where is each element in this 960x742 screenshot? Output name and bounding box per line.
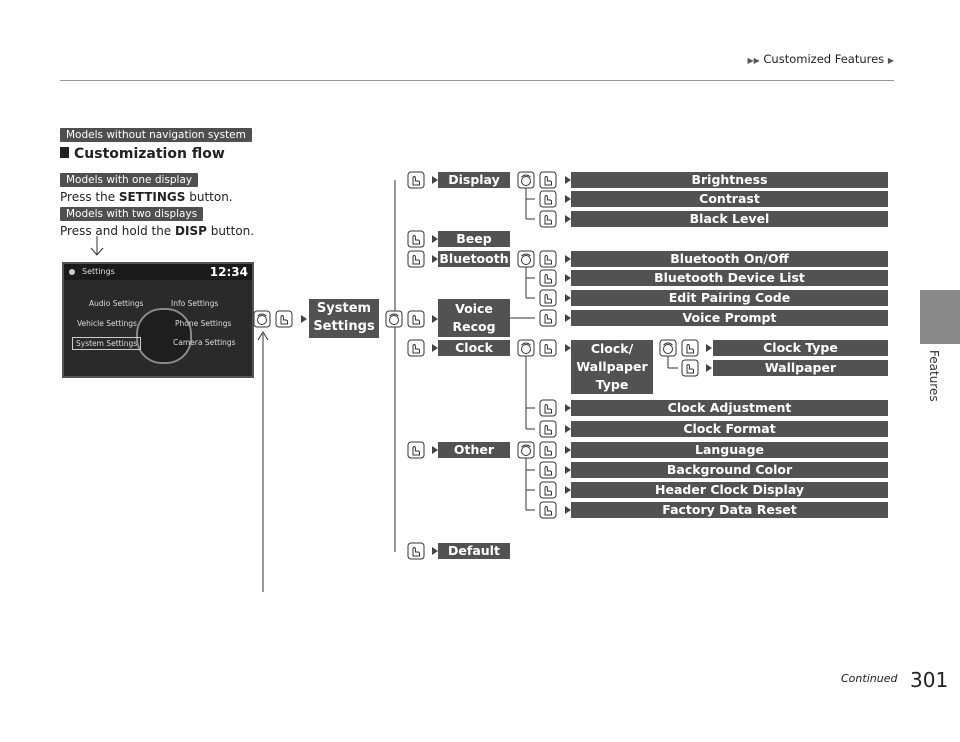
section-title: Customization flow [60,146,225,162]
item-brightness: Brightness [571,172,888,188]
item-edit-pairing-code: Edit Pairing Code [571,290,888,306]
item-header-clock-display: Header Clock Display [571,482,888,498]
badge-no-nav: Models without navigation system [60,128,252,142]
rotate-icon [253,310,271,328]
screen-option-selected: System Settings [72,337,142,350]
press-icon [539,269,557,287]
home-icon [69,269,75,275]
press-icon [407,230,425,248]
item-voice-prompt: Voice Prompt [571,310,888,326]
item-bluetooth-device-list: Bluetooth Device List [571,270,888,286]
system-settings-box: System Settings [309,299,379,338]
settings-screen-image: Settings 12:34 Audio Settings Info Setti… [62,262,254,378]
badge-one-display: Models with one display [60,173,199,187]
press-icon [539,289,557,307]
press-icon [539,399,557,417]
screen-clock: 12:34 [209,265,248,279]
instruction-text: Press and hold the [60,224,176,238]
instruction-two-displays: Press and hold the DISP button. [60,224,254,238]
menu-clock: Clock [438,340,510,356]
rotate-icon [385,310,403,328]
interface-dial-icon [136,308,192,364]
press-icon [539,339,557,357]
item-clock-type: Clock Type [713,340,888,356]
press-icon [407,542,425,560]
breadcrumb-arrow-icon: ▶▶ [747,56,760,65]
screen-option: Phone Settings [175,319,232,328]
breadcrumb: ▶▶ Customized Features ▶ [0,52,894,66]
item-contrast: Contrast [571,191,888,207]
header-rule [60,80,894,81]
press-icon [407,171,425,189]
item-factory-data-reset: Factory Data Reset [571,502,888,518]
menu-display: Display [438,172,510,188]
continued-label: Continued [841,672,898,685]
instruction-text: button. [185,190,233,204]
menu-default: Default [438,543,510,559]
press-icon [539,171,557,189]
screen-option: Info Settings [171,299,219,308]
item-wallpaper: Wallpaper [713,360,888,376]
disp-button-name: DISP [175,224,207,238]
breadcrumb-label: Customized Features [763,52,885,66]
press-icon [407,339,425,357]
item-language: Language [571,442,888,458]
screen-title-bar [64,264,252,280]
rotate-icon [517,250,535,268]
press-icon [407,441,425,459]
bullet-square-icon [60,147,69,158]
rotate-icon [517,171,535,189]
press-icon [681,339,699,357]
press-icon [539,441,557,459]
screen-option: Vehicle Settings [77,319,137,328]
press-icon [681,359,699,377]
press-icon [539,250,557,268]
breadcrumb-arrow-icon: ▶ [887,56,894,65]
press-icon [539,420,557,438]
screen-option: Audio Settings [89,299,144,308]
screen-title: Settings [82,267,115,276]
menu-beep: Beep [438,231,510,247]
menu-other: Other [438,442,510,458]
instruction-text: Press the [60,190,119,204]
menu-voice-recog: Voice Recog [438,299,510,337]
press-icon [539,210,557,228]
press-icon [407,250,425,268]
instruction-text: button. [206,224,255,238]
section-title-text: Customization flow [74,146,225,162]
item-clock-wallpaper-type: Clock/ Wallpaper Type [571,340,653,394]
press-icon [539,501,557,519]
press-icon [539,481,557,499]
item-clock-format: Clock Format [571,421,888,437]
screen-option: Camera Settings [173,338,236,347]
badge-two-displays: Models with two displays [60,207,204,221]
rotate-icon [517,339,535,357]
item-black-level: Black Level [571,211,888,227]
press-icon [539,461,557,479]
settings-button-name: SETTINGS [118,190,186,204]
item-clock-adjustment: Clock Adjustment [571,400,888,416]
page-number: 301 [910,668,949,692]
item-bluetooth-on-off: Bluetooth On/Off [571,251,888,267]
side-tab-marker [920,290,960,344]
press-icon [275,310,293,328]
instruction-one-display: Press the SETTINGS button. [60,190,233,204]
press-icon [539,190,557,208]
item-background-color: Background Color [571,462,888,478]
menu-bluetooth: Bluetooth [438,251,510,267]
press-icon [407,310,425,328]
rotate-icon [659,339,677,357]
rotate-icon [517,441,535,459]
press-icon [539,309,557,327]
